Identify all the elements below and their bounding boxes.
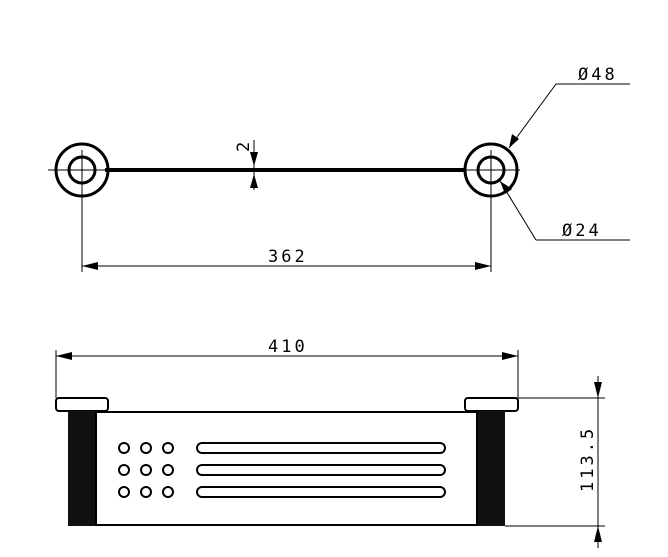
outer-diameter-arrow [509, 134, 519, 148]
hole-grid [118, 442, 174, 498]
left-post [68, 411, 96, 526]
thickness-arrow-bottom [250, 174, 258, 188]
thickness-dimension: 2 [234, 139, 258, 190]
front-view: 410 [55, 337, 605, 548]
top-view: 2 362 Ø48 Ø24 [48, 65, 630, 272]
thickness-arrow-top [250, 152, 258, 166]
slot [196, 486, 446, 498]
slot-group [196, 442, 446, 498]
hole [140, 486, 152, 498]
slot [196, 442, 446, 454]
height-dim-text: 113.5 [578, 426, 598, 492]
outer-diameter-callout: Ø48 [508, 65, 630, 149]
hole [118, 442, 130, 454]
basket-body [95, 411, 478, 526]
left-flange-cap [55, 397, 109, 412]
length-dim-text: 410 [268, 337, 308, 357]
hole [118, 486, 130, 498]
inner-diameter-callout: Ø24 [499, 180, 630, 241]
thickness-dim-text: 2 [234, 139, 254, 152]
slot [196, 464, 446, 476]
spacing-arrow-left [82, 262, 98, 270]
right-flange-cap [464, 397, 519, 412]
outer-diameter-text: Ø48 [578, 65, 618, 85]
height-dimension: 113.5 [505, 376, 605, 548]
spacing-arrow-right [475, 262, 491, 270]
outer-diameter-leader [508, 83, 557, 149]
hole [118, 464, 130, 476]
hole [140, 464, 152, 476]
inner-diameter-arrow [500, 181, 512, 194]
height-arrow-top [594, 382, 602, 398]
hole [140, 442, 152, 454]
length-dimension: 410 [55, 337, 519, 398]
length-arrow-left [56, 352, 72, 360]
spacing-dimension: 362 [81, 196, 492, 272]
length-arrow-right [502, 352, 518, 360]
right-post [477, 411, 505, 526]
hole [162, 486, 174, 498]
inner-diameter-text: Ø24 [562, 221, 602, 241]
hole [162, 442, 174, 454]
spacing-dim-text: 362 [268, 247, 308, 267]
hole [162, 464, 174, 476]
height-arrow-bottom [594, 526, 602, 542]
